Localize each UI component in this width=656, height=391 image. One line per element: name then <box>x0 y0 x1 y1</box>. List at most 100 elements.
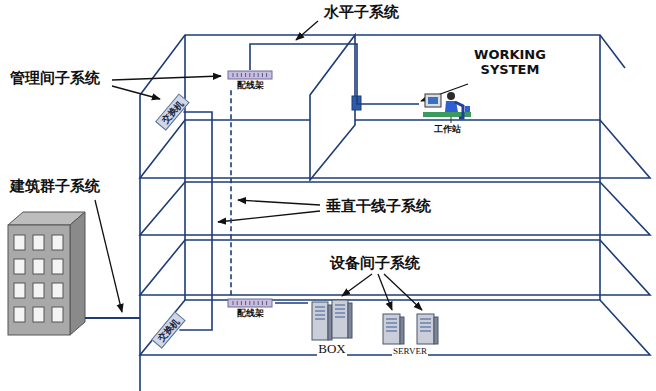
leader-arrow <box>95 21 468 312</box>
icon-part <box>423 92 471 123</box>
window <box>52 235 63 250</box>
switch-device: 交换机 <box>155 93 190 131</box>
icon-part <box>266 301 267 305</box>
icon-part <box>348 303 352 338</box>
subsystem-label: 建筑群子系统 <box>8 178 102 195</box>
building-group-icon <box>70 212 85 335</box>
leader-arrow <box>112 86 160 99</box>
leader-arrow <box>218 211 320 222</box>
icon-part <box>383 314 400 344</box>
icon-part <box>386 323 397 324</box>
campus-cable <box>85 317 140 319</box>
icon-part <box>335 313 345 314</box>
window <box>14 235 63 322</box>
window <box>52 307 63 322</box>
icon-part <box>386 331 397 332</box>
icon-part <box>451 117 452 123</box>
icon-part <box>266 73 267 77</box>
ws-device: 工作站 <box>419 88 475 134</box>
panel-device: 配线架 <box>225 70 275 90</box>
icon-part <box>417 314 434 344</box>
icon-part <box>237 301 238 305</box>
icon-part <box>228 299 272 307</box>
leader-arrow <box>112 76 221 80</box>
window <box>14 307 25 322</box>
building-group-icon <box>8 212 85 335</box>
building-frame <box>140 35 625 95</box>
icon-part <box>420 327 431 328</box>
leader-arrow <box>238 200 320 205</box>
subsystem-label: 水平子系统 <box>322 4 401 21</box>
building-frame <box>140 182 650 235</box>
icon-part <box>228 71 272 79</box>
leader-arrow <box>95 200 122 312</box>
building-frame <box>140 35 600 391</box>
window <box>14 259 25 274</box>
window <box>52 259 63 274</box>
leader-arrow <box>296 21 318 40</box>
box-device: BOX <box>308 298 356 357</box>
icon-part <box>241 301 242 305</box>
building-group-icon <box>8 225 70 335</box>
icon-part <box>328 305 332 340</box>
icon-part <box>315 315 325 316</box>
device-label: 交换机 <box>159 98 186 127</box>
leader-arrow <box>342 274 372 296</box>
box-icon <box>310 298 354 342</box>
device-label: SERVER <box>392 346 428 356</box>
icon-part <box>335 309 345 310</box>
icon-part <box>455 102 463 118</box>
window <box>33 283 44 298</box>
window <box>52 283 63 298</box>
icon-part <box>335 317 345 318</box>
device-label: 配线架 <box>236 80 265 90</box>
building-frame <box>310 35 355 180</box>
icon-part <box>262 73 263 77</box>
icon-part <box>233 73 234 77</box>
ws-icon <box>421 88 473 124</box>
panel-icon <box>227 70 273 80</box>
icon-part <box>233 301 234 305</box>
icon-part <box>245 301 246 305</box>
panel-icon <box>227 298 273 308</box>
subsystem-label: 垂直干线子系统 <box>324 198 433 215</box>
cable <box>275 302 308 304</box>
icon-part <box>254 301 255 305</box>
icon-part <box>249 301 250 305</box>
cable <box>179 112 212 330</box>
icon-part <box>420 331 431 332</box>
icon-part <box>420 319 431 320</box>
icon-part <box>383 314 438 344</box>
window <box>14 235 25 250</box>
device-label: BOX <box>317 342 346 357</box>
window <box>33 235 44 250</box>
icon-part <box>262 301 263 305</box>
icon-part <box>386 327 397 328</box>
icon-part <box>315 319 325 320</box>
window <box>33 259 44 274</box>
server-device: SERVER <box>377 312 443 356</box>
icon-part <box>258 73 259 77</box>
cable <box>250 44 419 104</box>
icon-part <box>465 106 470 112</box>
icon-part <box>386 319 397 320</box>
icon-part <box>434 317 438 344</box>
icon-part <box>228 71 272 79</box>
icon-part <box>420 323 431 324</box>
icon-part <box>335 305 345 306</box>
icon-part <box>312 300 352 340</box>
icon-part <box>254 73 255 77</box>
icon-part <box>228 299 272 307</box>
window <box>14 283 25 298</box>
subsystem-label: 设备间子系统 <box>328 255 422 272</box>
icon-part <box>428 97 438 104</box>
panel-device: 配线架 <box>225 298 275 318</box>
window <box>33 307 44 322</box>
icon-part <box>400 317 404 344</box>
server-icon <box>379 312 441 346</box>
subsystem-label: 管理间子系统 <box>8 70 102 87</box>
device-label: 工作站 <box>433 124 462 134</box>
icon-part <box>241 73 242 77</box>
